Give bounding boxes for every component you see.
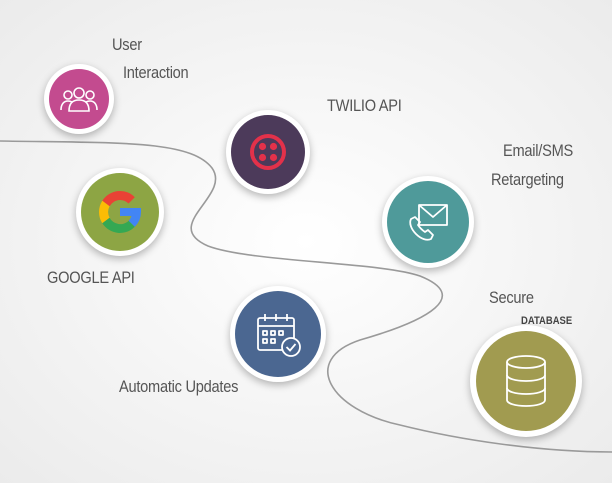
- user-interaction-label-line1: User: [112, 35, 142, 54]
- users-icon: [60, 87, 98, 112]
- automatic-updates-disc: [235, 291, 321, 377]
- secure-database-node: [470, 325, 582, 437]
- user-interaction-disc: [49, 69, 109, 129]
- calendar-check-icon: [257, 314, 301, 357]
- secure-database-label-line1: Secure: [489, 288, 534, 307]
- twilio-icon: [250, 134, 286, 170]
- google-api-node: [76, 168, 164, 256]
- email-sms-node: [382, 176, 474, 268]
- twilio-api-disc: [231, 115, 305, 189]
- user-interaction-node: [44, 64, 114, 134]
- email-sms-disc: [387, 181, 469, 263]
- user-interaction-label-line2: Interaction: [123, 63, 189, 82]
- automatic-updates-node: [230, 286, 326, 382]
- google-icon: [99, 191, 141, 233]
- twilio-api-node: [226, 110, 310, 194]
- email-sms-label-line1: Email/SMS: [503, 141, 573, 160]
- google-api-disc: [81, 173, 159, 251]
- automatic-updates-label: Automatic Updates: [119, 377, 239, 396]
- secure-database-disc: [476, 331, 576, 431]
- database-icon: [506, 355, 546, 407]
- email-sms-label-line2: Retargeting: [491, 170, 564, 189]
- envelope-phone-icon: [409, 204, 448, 241]
- secure-database-label-line2: DATABASE: [521, 315, 573, 327]
- google-api-label: GOOGLE API: [47, 268, 135, 287]
- twilio-api-label: TWILIO API: [327, 96, 402, 115]
